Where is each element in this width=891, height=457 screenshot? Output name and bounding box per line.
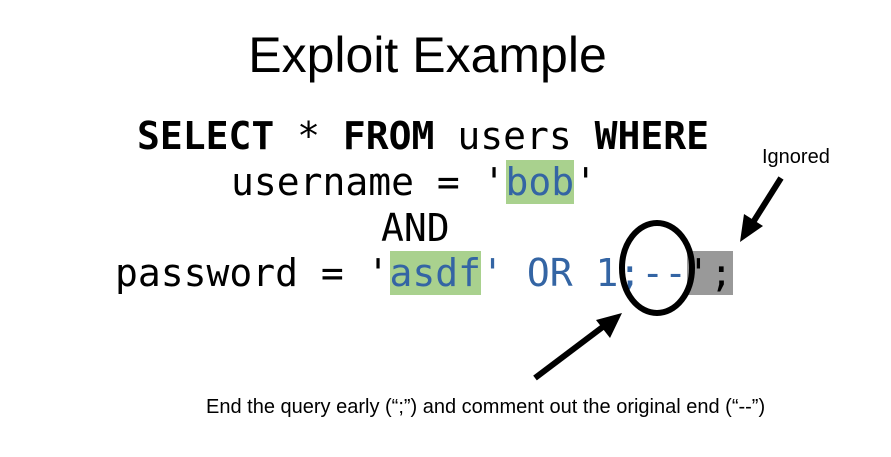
password-value: asdf — [389, 251, 482, 295]
injected-payload: ' OR 1;-- — [481, 251, 687, 295]
username-value: bob — [505, 160, 575, 204]
arrow-to-circle-icon — [533, 313, 622, 381]
highlight-circle — [619, 220, 695, 316]
sql-star: * — [274, 114, 343, 158]
sql-table-users: users — [434, 114, 595, 158]
sql-line-password: password = 'asdf' OR 1;--'; — [115, 250, 733, 296]
sql-line-select: SELECT * FROM users WHERE — [137, 113, 709, 159]
username-suffix: ' — [574, 160, 598, 204]
sql-keyword-from: FROM — [342, 114, 435, 158]
sql-keyword-where: WHERE — [594, 114, 709, 158]
username-prefix: username = ' — [231, 160, 506, 204]
caption-text: End the query early (“;”) and comment ou… — [206, 396, 766, 418]
arrow-to-ignored-icon — [740, 176, 784, 242]
slide-title: Exploit Example — [248, 27, 607, 83]
ignored-remainder: '; — [686, 251, 733, 295]
password-prefix: password = ' — [115, 251, 390, 295]
sql-line-username: username = 'bob' — [231, 159, 597, 205]
sql-line-and: AND — [381, 205, 450, 251]
ignored-label: Ignored — [762, 146, 830, 168]
sql-keyword-select: SELECT — [137, 114, 275, 158]
sql-keyword-and: AND — [381, 206, 450, 250]
